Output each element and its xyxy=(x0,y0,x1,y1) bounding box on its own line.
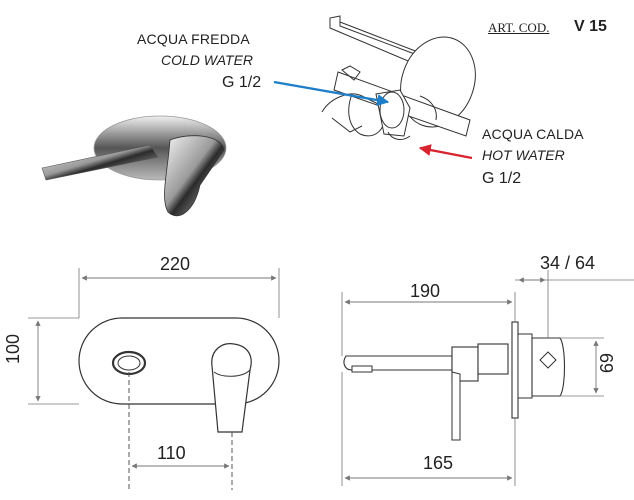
cold-water-label-it: ACQUA FREDDA xyxy=(137,31,250,47)
hot-water-label-it: ACQUA CALDA xyxy=(482,126,584,142)
side-valve-body xyxy=(531,337,566,397)
dim-side-spout-reach: 165 xyxy=(423,453,454,473)
hot-water-arrow xyxy=(418,144,473,160)
front-view xyxy=(28,268,280,490)
cold-water-arrow xyxy=(273,80,390,107)
dim-front-handle-offset: 110 xyxy=(157,443,186,463)
art-code-value: V 15 xyxy=(574,18,607,35)
dim-side-spout-length: 190 xyxy=(410,281,441,301)
hot-water-label-en: HOT WATER xyxy=(482,147,565,163)
side-handle xyxy=(451,371,461,441)
product-photo xyxy=(41,115,227,217)
dim-side-wall-depth: 34 / 64 xyxy=(540,253,596,273)
dim-front-width: 220 xyxy=(160,254,191,274)
side-view xyxy=(341,270,634,486)
photo-spout xyxy=(41,144,159,181)
valve-iso-drawing xyxy=(321,15,476,140)
hot-water-size: G 1/2 xyxy=(482,170,522,187)
cold-water-label-en: COLD WATER xyxy=(161,52,254,68)
front-handle xyxy=(211,343,252,433)
photo-handle xyxy=(164,135,225,217)
cold-water-size: G 1/2 xyxy=(222,74,262,91)
side-wall-plate xyxy=(511,321,519,419)
art-code-label: ART. COD. xyxy=(488,20,550,35)
